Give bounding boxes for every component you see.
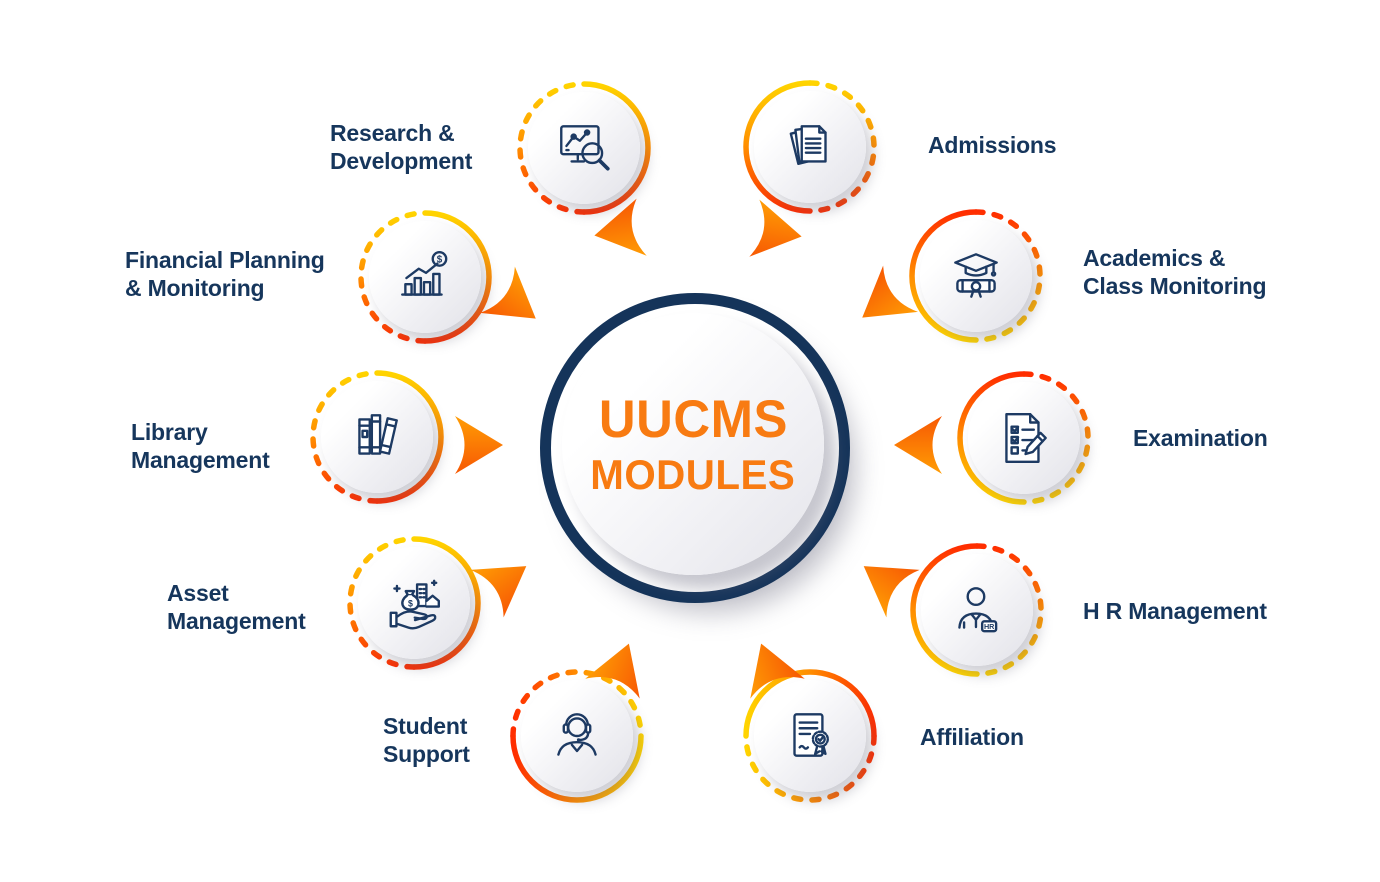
gradient-ring — [957, 371, 1091, 505]
module-bubble — [321, 381, 433, 493]
gradient-ring — [517, 81, 651, 215]
gradient-ring — [743, 669, 877, 803]
module-research-development — [512, 76, 656, 220]
module-library-management — [305, 365, 449, 509]
gradient-ring — [909, 209, 1043, 343]
center-circle: UUCMS MODULES — [562, 313, 824, 575]
label-asset-management: Asset Management — [167, 580, 306, 635]
research-monitor-magnifier-icon — [560, 125, 610, 171]
gradient-ring — [358, 210, 492, 344]
center-title-line1: UUCMS — [598, 389, 788, 449]
documents-stack-icon — [789, 125, 827, 165]
module-financial-planning: $ — [353, 205, 497, 349]
label-academics-class-monitoring: Academics & Class Monitoring — [1083, 245, 1267, 300]
module-admissions — [738, 75, 882, 219]
arrow-academics — [862, 265, 919, 318]
hr-person-badge-icon: HR — [958, 587, 998, 633]
label-hr-management: H R Management — [1083, 598, 1267, 624]
gradient-ring — [910, 543, 1044, 677]
label-student-support: Student Support — [383, 713, 470, 768]
gradient-ring — [743, 80, 877, 214]
module-bubble — [754, 680, 866, 792]
checklist-pencil-icon — [1005, 413, 1047, 463]
label-financial-planning: Financial Planning & Monitoring — [125, 247, 325, 302]
label-library-management: Library Management — [131, 419, 270, 474]
certificate-seal-icon — [793, 713, 829, 757]
gradient-ring — [510, 669, 644, 803]
arrow-research — [594, 198, 647, 256]
arrow-examination — [894, 416, 942, 474]
svg-text:HR: HR — [984, 622, 995, 631]
finance-bar-chart-dollar-icon: $ — [401, 251, 448, 296]
gradient-ring — [347, 536, 481, 670]
module-bubble — [920, 220, 1032, 332]
svg-text:$: $ — [437, 255, 443, 266]
module-asset-management: $ — [342, 531, 486, 675]
arrow-admissions — [749, 199, 802, 257]
books-icon — [358, 414, 398, 455]
center-title-line2: MODULES — [590, 450, 796, 498]
label-admissions: Admissions — [928, 132, 1057, 158]
label-examination: Examination — [1133, 425, 1268, 451]
arrow-student — [585, 643, 640, 699]
module-bubble: $ — [358, 547, 470, 659]
graduation-cap-diploma-icon — [954, 253, 998, 298]
gradient-ring — [310, 370, 444, 504]
support-agent-headset-icon — [557, 713, 597, 756]
arrow-financial — [479, 266, 536, 319]
svg-text:$: $ — [408, 599, 413, 609]
module-bubble — [754, 91, 866, 203]
module-student-support — [505, 664, 649, 808]
arrow-affiliation — [750, 643, 805, 699]
module-affiliation — [738, 664, 882, 808]
label-research-development: Research & Development — [330, 120, 473, 175]
module-academics-class-monitoring — [904, 204, 1048, 348]
center-hub: UUCMS MODULES — [540, 293, 850, 603]
arrow-asset — [470, 566, 527, 618]
label-affiliation: Affiliation — [920, 724, 1024, 750]
arrow-library — [455, 416, 503, 474]
module-examination — [952, 366, 1096, 510]
module-bubble: HR — [921, 554, 1033, 666]
module-bubble — [528, 92, 640, 204]
module-bubble — [521, 680, 633, 792]
arrow-hr — [863, 566, 920, 618]
module-bubble — [968, 382, 1080, 494]
hand-money-buildings-icon: $ — [389, 579, 440, 630]
module-bubble: $ — [369, 221, 481, 333]
module-hr-management: HR — [905, 538, 1049, 682]
